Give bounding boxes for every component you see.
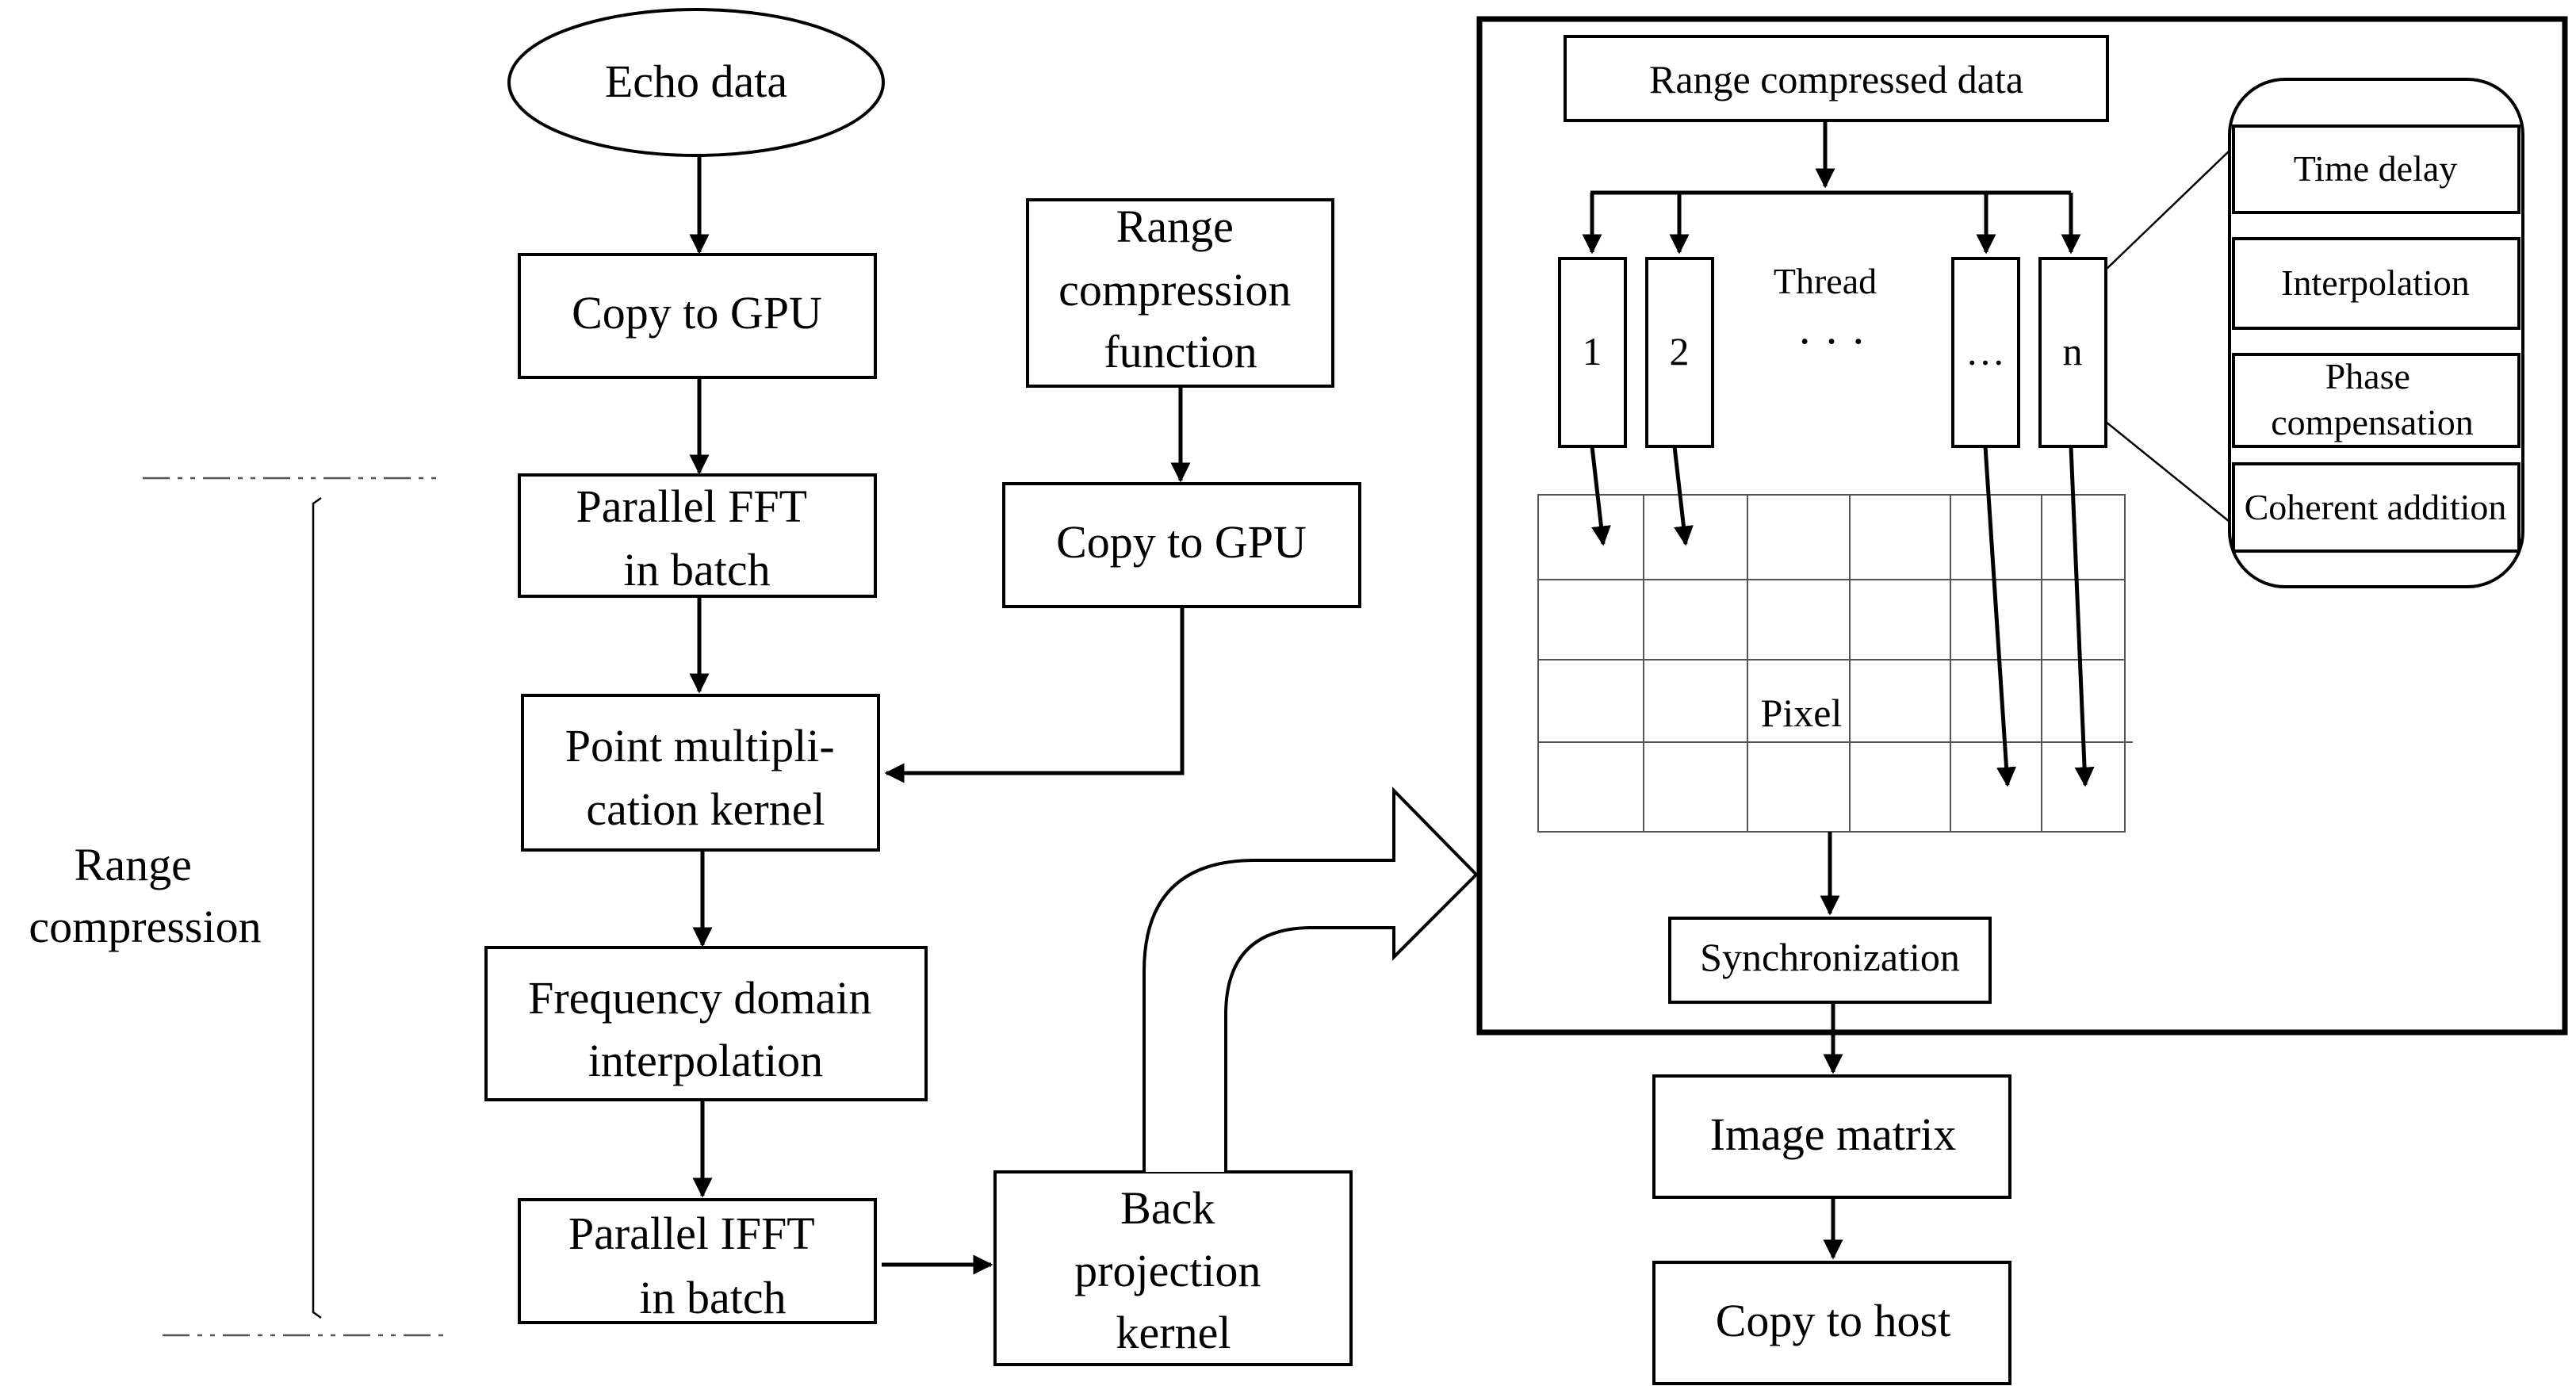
echo-data-label: Echo data [605,56,787,107]
copy-to-host-label: Copy to host [1716,1295,1951,1346]
back-projection-line-2: projection [1074,1245,1261,1296]
thread-ellipsis: · · · [1797,316,1866,367]
image-matrix-box [1652,1074,2011,1199]
thread-title: Thread [1774,261,1877,301]
copy-to-gpu-label-1: Copy to GPU [572,287,822,339]
thread-label-1: 1 [1583,329,1602,373]
range-compression-function-label: Range compression function [1058,201,1303,377]
phase-compensation-line-2: compensation [2271,402,2474,442]
copy-to-gpu-box-1 [518,253,877,379]
coherent-addition-box [2232,462,2520,553]
range-compression-line-1: Range [75,839,192,890]
thread1-to-pixel-arrow [1590,446,1611,546]
range-compressed-data-label: Range compressed data [1649,57,2023,101]
range-compression-line-2: compression [29,901,261,952]
frequency-interpolation-label: Frequency domain interpolation [528,972,883,1086]
thread-label-n: n [2063,329,2083,373]
ops-connector-top [2105,150,2230,270]
coherent-addition-label: Coherent addition [2245,487,2507,527]
thread-label-3: … [1965,329,2005,373]
frequency-interpolation-line-2: interpolation [588,1035,823,1086]
interpolation-label: Interpolation [2281,262,2470,303]
phase-compensation-label: Phase compensation [2271,356,2474,442]
back-projection-box [993,1170,1353,1366]
thread-box-2 [1645,257,1714,448]
rcf-line-3: function [1104,326,1257,377]
pixel-grid [1537,494,2133,833]
parallel-fft-line-2: in batch [623,544,770,595]
rcf-line-1: Range [1116,201,1234,252]
time-delay-label: Time delay [2294,148,2458,189]
pixel-label-bg [1751,690,1847,737]
point-multiplication-label: Point multipli- cation kernel [565,720,847,835]
ops-connector-bottom [2105,421,2230,523]
rcf-line-2: compression [1058,264,1291,316]
interpolation-box [2232,237,2520,330]
point-multiplication-line-2: cation kernel [586,783,825,835]
synchronization-box [1668,917,1992,1004]
pixel-label: Pixel [1761,691,1843,735]
point-multiplication-box [521,694,880,852]
back-projection-label: Back projection kernel [1074,1182,1273,1358]
copy-to-host-box [1652,1261,2011,1385]
range-compression-label: Range compression [29,839,261,952]
arrow-copy2-to-pointmult [884,607,1185,783]
back-projection-line-1: Back [1120,1182,1215,1234]
back-projection-line-3: kernel [1116,1307,1231,1358]
copy-to-gpu-label-2: Copy to GPU [1056,516,1307,568]
parallel-ifft-box [518,1198,877,1324]
range-compressed-data-box [1564,35,2109,122]
point-multiplication-line-1: Point multipli- [565,720,835,771]
parallel-ifft-label: Parallel IFFT in batch [568,1208,825,1323]
image-matrix-label: Image matrix [1710,1108,1957,1160]
thread-label-2: 2 [1670,329,1690,373]
thread2-to-pixel-arrow [1672,446,1694,546]
range-compression-function-box [1026,198,1334,388]
range-compression-bracket [312,496,322,1319]
time-delay-box [2232,124,2520,214]
thread-box-1 [1558,257,1627,448]
parallel-fft-label: Parallel FFT in batch [576,481,817,595]
frequency-interpolation-line-1: Frequency domain [528,972,871,1024]
threadn-to-pixel-arrow [2069,446,2095,787]
phase-compensation-line-1: Phase [2325,356,2410,396]
parallel-ifft-line-2: in batch [639,1272,786,1323]
copy-to-gpu-box-2 [1002,482,1361,608]
parallel-fft-line-1: Parallel FFT [576,481,806,532]
echo-data-node [507,8,885,157]
phase-compensation-box [2232,353,2520,448]
thread3-to-pixel-arrow [1983,446,2017,787]
curved-big-arrow [1143,787,1479,1172]
synchronization-label: Synchronization [1700,935,1960,979]
parallel-ifft-line-1: Parallel IFFT [568,1208,814,1259]
frequency-interpolation-box [484,946,928,1101]
